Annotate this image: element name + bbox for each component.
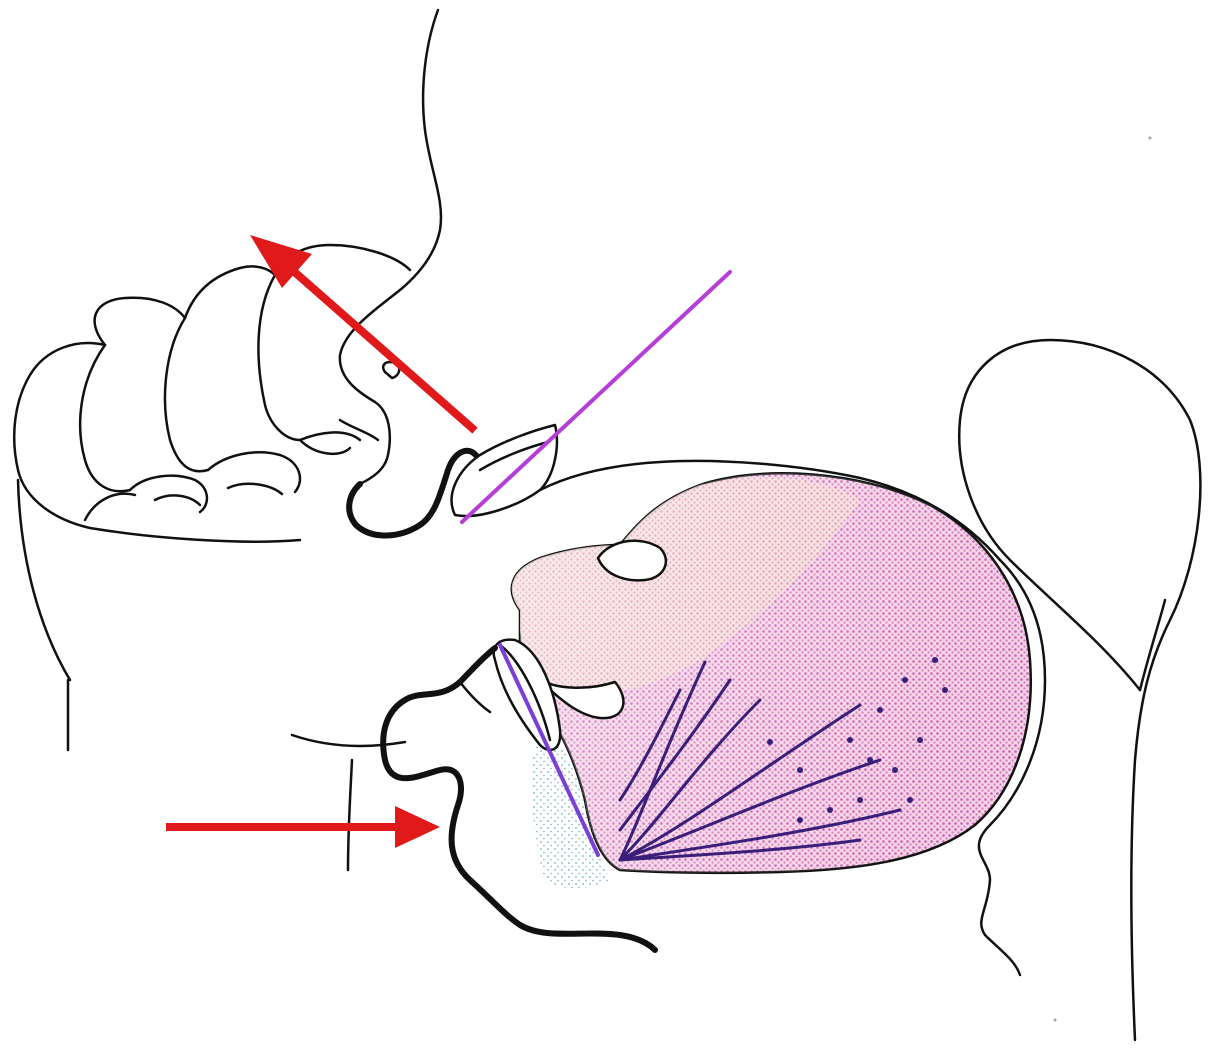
lower-lip-inner — [460, 682, 490, 712]
uvula-loop — [1140, 600, 1165, 690]
tongue — [512, 473, 1031, 873]
cheek-line — [292, 735, 405, 746]
cheek-line-lower — [348, 760, 352, 870]
arrow-up-left-icon — [250, 235, 472, 428]
upper-incisor — [452, 425, 557, 516]
speck-mark — [1054, 1019, 1057, 1022]
speck-mark — [1149, 137, 1152, 140]
arrow-right-icon — [170, 806, 440, 848]
upper-incisor-axis-line — [462, 272, 730, 522]
